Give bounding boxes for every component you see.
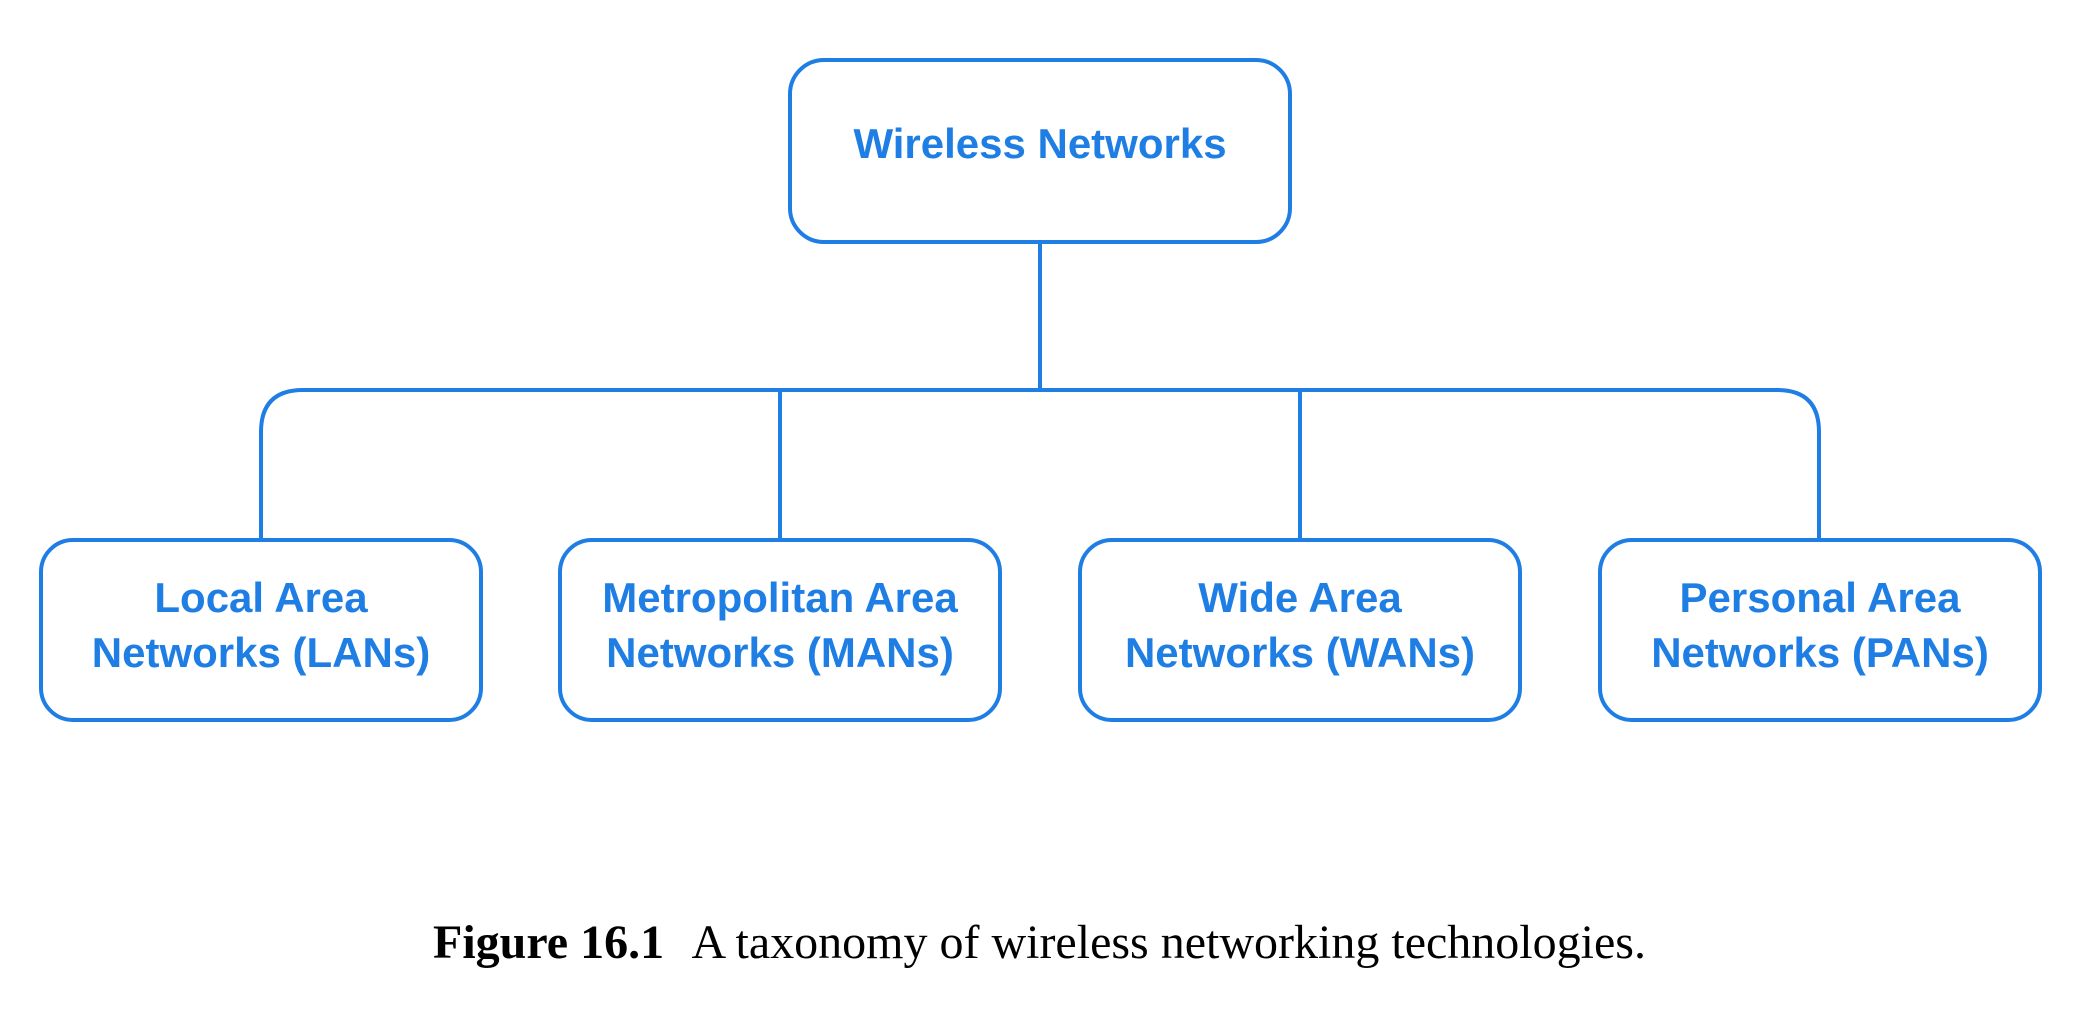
child-node-mans: Metropolitan Area Networks (MANs) [558, 538, 1002, 722]
child-node-lans: Local Area Networks (LANs) [39, 538, 483, 722]
taxonomy-diagram: Wireless Networks Local Area Networks (L… [39, 58, 2042, 722]
child-node-lans-box [39, 538, 483, 722]
figure-caption-text: A taxonomy of wireless networking techno… [691, 916, 1646, 969]
root-node-box [788, 58, 1292, 244]
horizontal-bus-connector [259, 388, 1821, 540]
root-node-label: Wireless Networks [853, 120, 1226, 167]
root-node: Wireless Networks [788, 58, 1292, 244]
figure-caption-label: Figure 16.1 [433, 916, 665, 969]
child-node-lans-line1: Local Area [154, 574, 368, 621]
child-node-pans-box [1598, 538, 2042, 722]
figure-caption: Figure 16.1 A taxonomy of wireless netwo… [0, 915, 2079, 970]
child-node-wans-line1: Wide Area [1198, 574, 1402, 621]
child-node-mans-line2: Networks (MANs) [606, 629, 954, 676]
child-node-pans-line2: Networks (PANs) [1651, 629, 1989, 676]
child-node-wans-box [1078, 538, 1522, 722]
child-node-mans-box [558, 538, 1002, 722]
child-node-mans-line1: Metropolitan Area [602, 574, 958, 621]
child-node-lans-line2: Networks (LANs) [92, 629, 430, 676]
child-node-pans: Personal Area Networks (PANs) [1598, 538, 2042, 722]
child-node-wans-line2: Networks (WANs) [1125, 629, 1475, 676]
connectors [259, 242, 1821, 540]
child-node-wans: Wide Area Networks (WANs) [1078, 538, 1522, 722]
child-node-pans-line1: Personal Area [1680, 574, 1962, 621]
